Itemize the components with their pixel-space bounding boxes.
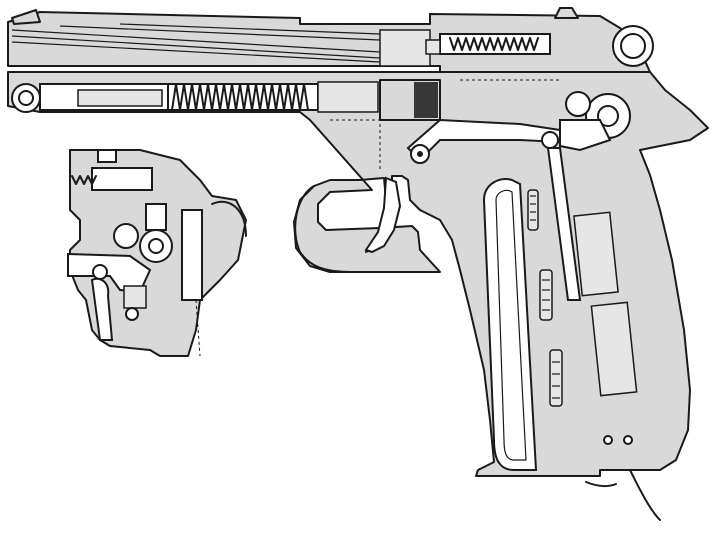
chamber <box>317 81 379 113</box>
trigger-mechanism-detail <box>67 149 247 357</box>
recoil-spring <box>167 83 319 111</box>
mainspring-strut <box>546 147 582 301</box>
barrel <box>11 83 171 113</box>
firing-pin-spring <box>425 33 551 55</box>
lanyard-loop <box>629 469 661 521</box>
magazine <box>482 178 563 471</box>
rear-sight <box>554 7 579 19</box>
hammer <box>541 91 631 152</box>
slide <box>7 11 651 73</box>
front-sight <box>11 9 41 25</box>
trigger <box>364 176 402 254</box>
grip-panel <box>573 211 638 445</box>
trigger-guard <box>294 185 439 273</box>
